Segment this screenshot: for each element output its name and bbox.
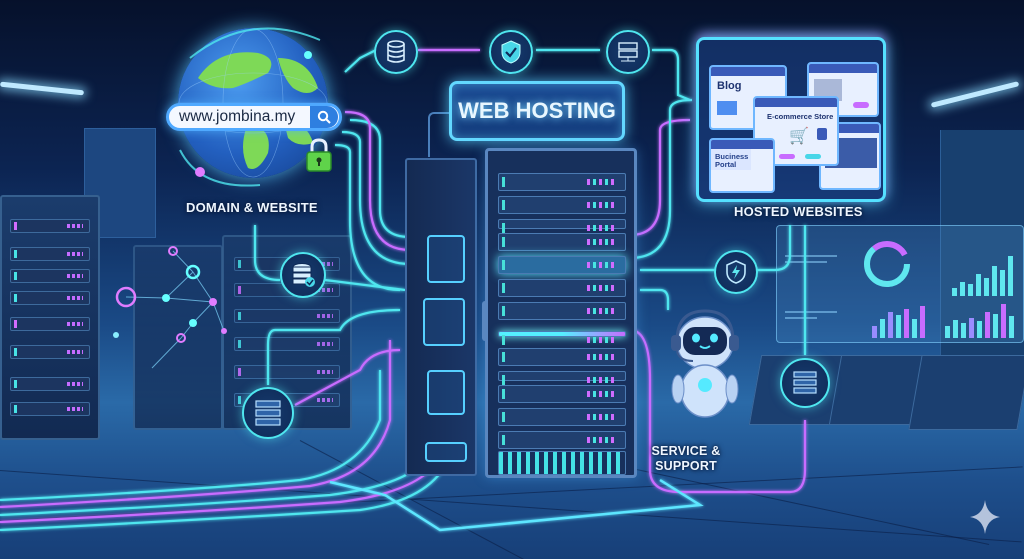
website-window-business-portal: Buciness Portal <box>709 138 775 193</box>
storage-unit <box>498 451 626 475</box>
window-title: E-commerce Store <box>767 112 834 121</box>
shield-check-icon <box>489 30 533 74</box>
window-title: Buciness Portal <box>711 149 751 170</box>
rack-front <box>482 148 637 478</box>
server-network-icon <box>606 30 650 74</box>
service-support-label: SERVICE & SUPPORT <box>650 444 722 474</box>
support-label-line2: SUPPORT <box>655 459 717 473</box>
server-stack-icon <box>242 387 294 439</box>
rack-side-panel <box>405 158 477 476</box>
sign-mount <box>428 112 452 157</box>
server-unit <box>498 385 626 403</box>
domain-label: DOMAIN & WEBSITE <box>186 200 318 215</box>
server-unit <box>498 233 626 251</box>
rack-handle <box>482 301 488 341</box>
hosted-websites-label: HOSTED WEBSITES <box>734 204 863 219</box>
website-window-ecommerce: E-commerce Store 🛒 <box>753 96 839 166</box>
support-robot <box>665 305 745 425</box>
server-unit <box>498 408 626 426</box>
support-label-line1: SERVICE & <box>651 444 721 458</box>
padlock-icon <box>305 137 333 173</box>
url-text: www.jombina.my <box>179 108 296 125</box>
server-unit <box>498 196 626 214</box>
server-unit <box>498 371 626 385</box>
dashboard-charts <box>785 241 1014 338</box>
port-panel <box>423 298 465 346</box>
server-unit <box>498 431 626 449</box>
database-icon <box>374 30 418 74</box>
port-panel <box>427 370 465 415</box>
shopping-bag-icon <box>817 128 827 140</box>
server-unit <box>498 173 626 191</box>
server-unit <box>498 302 626 320</box>
sign-text: WEB HOSTING <box>458 98 616 123</box>
headset-icon <box>675 309 735 342</box>
hosted-websites-panel: Blog E-commerce Store 🛒 Buciness Portal <box>696 37 886 202</box>
window-title: Blog <box>717 80 742 92</box>
analytics-dashboard <box>776 225 1024 343</box>
sparkle-icon <box>970 500 1000 538</box>
background-server-rack <box>0 195 100 440</box>
server-unit <box>498 279 626 297</box>
shopping-cart-icon: 🛒 <box>789 126 809 145</box>
shield-lightning-icon <box>714 250 758 294</box>
port-panel <box>425 442 467 462</box>
website-window <box>807 62 879 117</box>
web-hosting-sign: WEB HOSTING <box>449 81 625 141</box>
main-server-rack <box>405 148 637 482</box>
database-check-icon <box>280 252 326 298</box>
search-icon[interactable] <box>310 106 338 128</box>
server-stack-icon <box>780 358 830 408</box>
server-unit-activity <box>498 331 626 345</box>
port-panel <box>427 235 465 283</box>
server-unit <box>498 256 626 274</box>
server-unit <box>498 348 626 366</box>
server-unit <box>498 219 626 233</box>
url-bar[interactable]: www.jombina.my <box>166 103 342 131</box>
